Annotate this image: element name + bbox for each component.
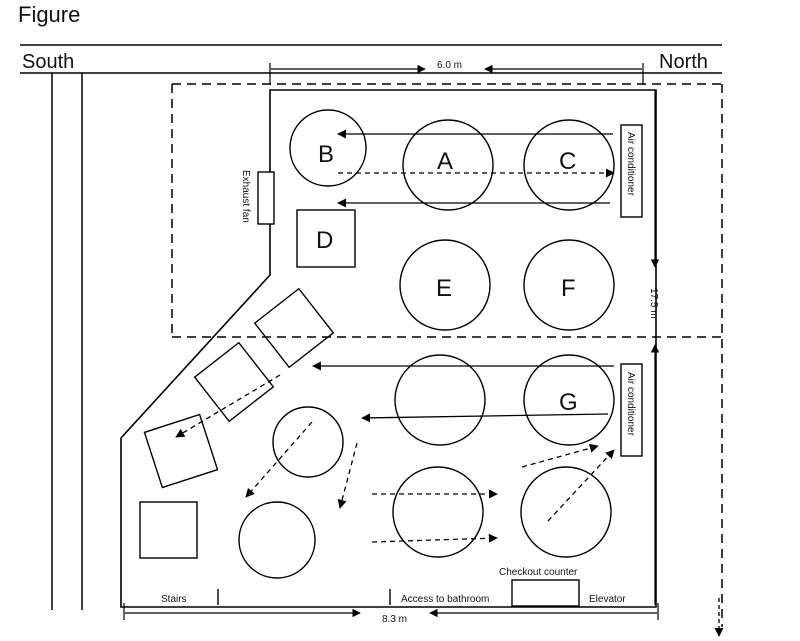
exhaust-fan-label: Exhaust fan	[240, 170, 251, 223]
figure-title: Figure	[18, 2, 80, 27]
table-A	[402, 119, 494, 211]
table-square-1	[253, 287, 335, 369]
table-square-4	[139, 501, 198, 559]
dimension-top-label: 6.0 m	[437, 60, 462, 71]
table-E	[399, 239, 491, 331]
table-round-4	[392, 466, 484, 558]
dimension-top	[269, 63, 644, 85]
south-label: South	[22, 51, 74, 73]
checkout-counter-label: Checkout counter	[499, 567, 578, 578]
street-lines	[20, 44, 722, 610]
table-C-label: C	[559, 148, 576, 175]
table-round-5	[520, 466, 612, 558]
dashed-zone-boundary	[171, 83, 723, 627]
table-B	[289, 109, 367, 187]
exhaust-fan	[257, 171, 275, 225]
checkout-counter	[511, 579, 580, 607]
dimension-right-label: 17.5 m	[648, 288, 659, 319]
table-round-2	[272, 406, 344, 478]
bathroom-access-label: Access to bathroom	[401, 594, 489, 605]
table-D-label: D	[316, 227, 333, 254]
tables-lower	[139, 287, 615, 579]
building-outline	[120, 89, 657, 608]
elevator-label: Elevator	[589, 594, 626, 605]
table-F-label: F	[561, 275, 576, 302]
table-F	[523, 239, 615, 331]
air-conditioner-lower-label: Air conditioner	[625, 372, 636, 437]
table-round-1	[394, 354, 486, 446]
air-conditioner-upper	[620, 124, 643, 218]
airflow-upper	[337, 129, 615, 208]
table-G	[523, 354, 615, 446]
airflow-lower	[175, 361, 615, 543]
table-A-label: A	[437, 148, 453, 175]
stairs-label: Stairs	[161, 594, 187, 605]
tables-upper	[289, 109, 615, 331]
table-square-3	[143, 413, 219, 489]
table-E-label: E	[436, 275, 452, 302]
table-G-label: G	[559, 389, 578, 416]
dimension-bottom	[123, 603, 659, 620]
north-label: North	[659, 51, 708, 73]
air-conditioner-upper-label: Air conditioner	[625, 132, 636, 197]
dimension-bottom-label: 8.3 m	[382, 614, 407, 625]
table-B-label: B	[318, 141, 334, 168]
table-D	[296, 209, 356, 268]
table-C	[523, 119, 615, 211]
table-square-2	[193, 341, 275, 423]
table-round-3	[238, 501, 316, 579]
air-conditioner-lower	[620, 363, 643, 457]
